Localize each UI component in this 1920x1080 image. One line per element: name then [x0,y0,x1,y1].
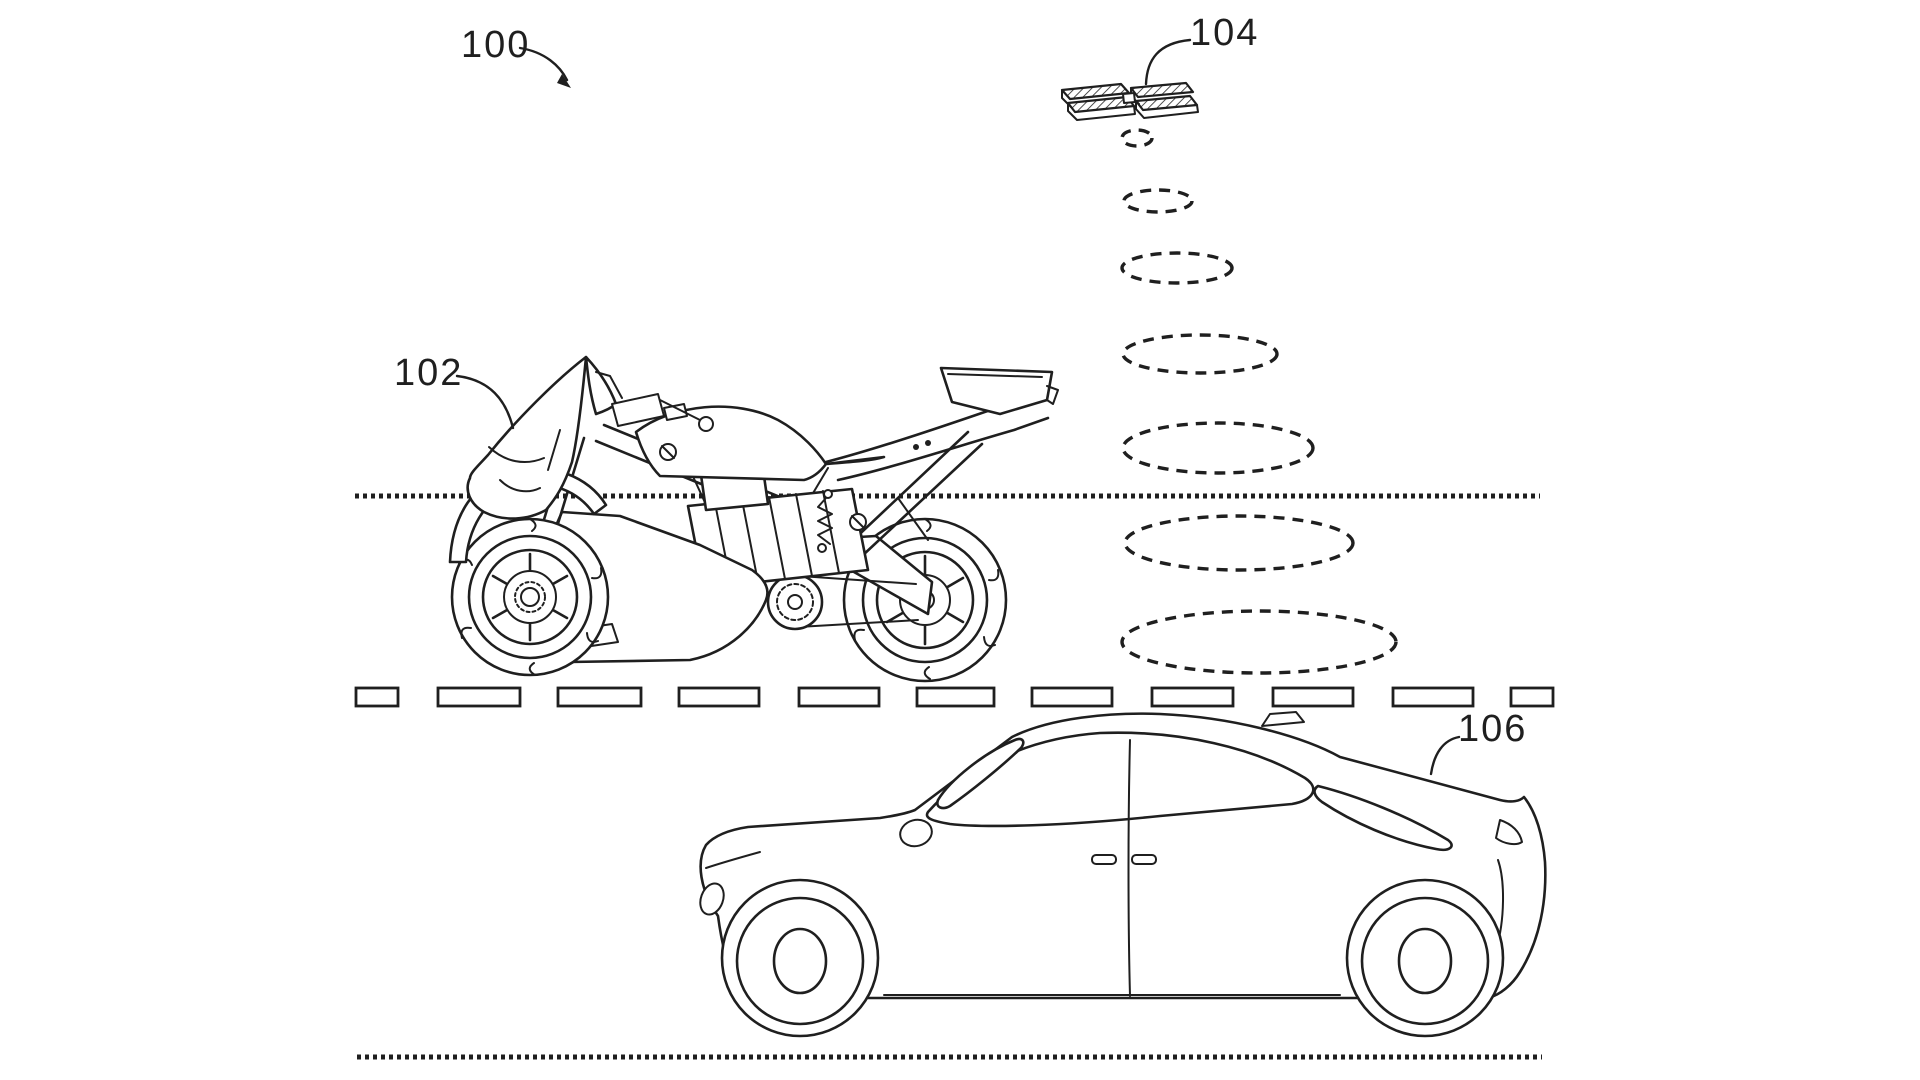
leader-lines [455,38,1461,776]
car-door-split-line [1127,739,1131,997]
car-door-handle-front [1091,854,1117,865]
car-windshield-edge [936,737,1025,810]
arrowhead-100 [557,74,571,88]
car [699,711,1547,1038]
lane-dash [677,686,761,708]
motorcycle-handlebar [595,371,714,432]
lane-dash-row [354,686,1555,708]
motorcycle-fasteners [659,443,867,531]
motorcycle-front-wheel [450,517,610,677]
sound-wave-ellipses [1120,128,1398,675]
motorcycle-tank-tail [634,366,1059,482]
drone-body [1122,92,1136,104]
sound-wave-ellipse [1121,421,1315,475]
lane-dash [354,686,400,708]
road-lines [355,493,1542,1060]
lane-dash [436,686,522,708]
lane-dash [1271,686,1355,708]
car-side-glass [925,731,1315,828]
motorcycle-nose-fairing [466,355,588,520]
ref-label-100: 100 [461,24,531,66]
car-body [699,712,1547,1000]
sound-wave-ellipse [1120,128,1154,148]
ref-label-104: 104 [1190,12,1260,54]
ref-label-102: 102 [394,352,464,394]
leader-106 [1429,735,1461,776]
lane-dash [1030,686,1114,708]
car-door-handle-rear [1131,854,1157,865]
car-taillight [1495,819,1523,846]
motorcycle-motor-sprocket [766,573,824,631]
car-roof-antenna [1261,711,1305,727]
lane-dash [1150,686,1235,708]
car-front-wheel [720,878,880,1038]
lane-dash [915,686,996,708]
motorcycle [448,355,1059,683]
drone-right-rotor [1129,81,1199,119]
motorcycle-windscreen [584,355,618,416]
car-quarter-glass [1313,784,1453,852]
sound-wave-ellipse [1120,251,1234,285]
ref-label-106: 106 [1458,708,1528,750]
car-headlight [699,882,725,916]
drone [1060,81,1199,121]
motorcycle-shock [817,489,833,553]
leader-104 [1144,38,1192,86]
leader-100 [518,46,571,88]
car-rear-wheel [1345,878,1505,1038]
sound-wave-ellipse [1122,188,1194,214]
lane-dash [1391,686,1475,708]
car-side-mirror [899,818,933,848]
car-front-crease [705,851,761,869]
lane-dash [1509,686,1555,708]
lane-dash [556,686,643,708]
sound-wave-ellipse [1123,514,1355,572]
leader-102 [455,374,515,430]
sound-wave-ellipse [1121,333,1279,375]
drone-left-rotor [1060,82,1136,121]
lane-dash [797,686,881,708]
sound-wave-ellipse [1120,609,1398,675]
